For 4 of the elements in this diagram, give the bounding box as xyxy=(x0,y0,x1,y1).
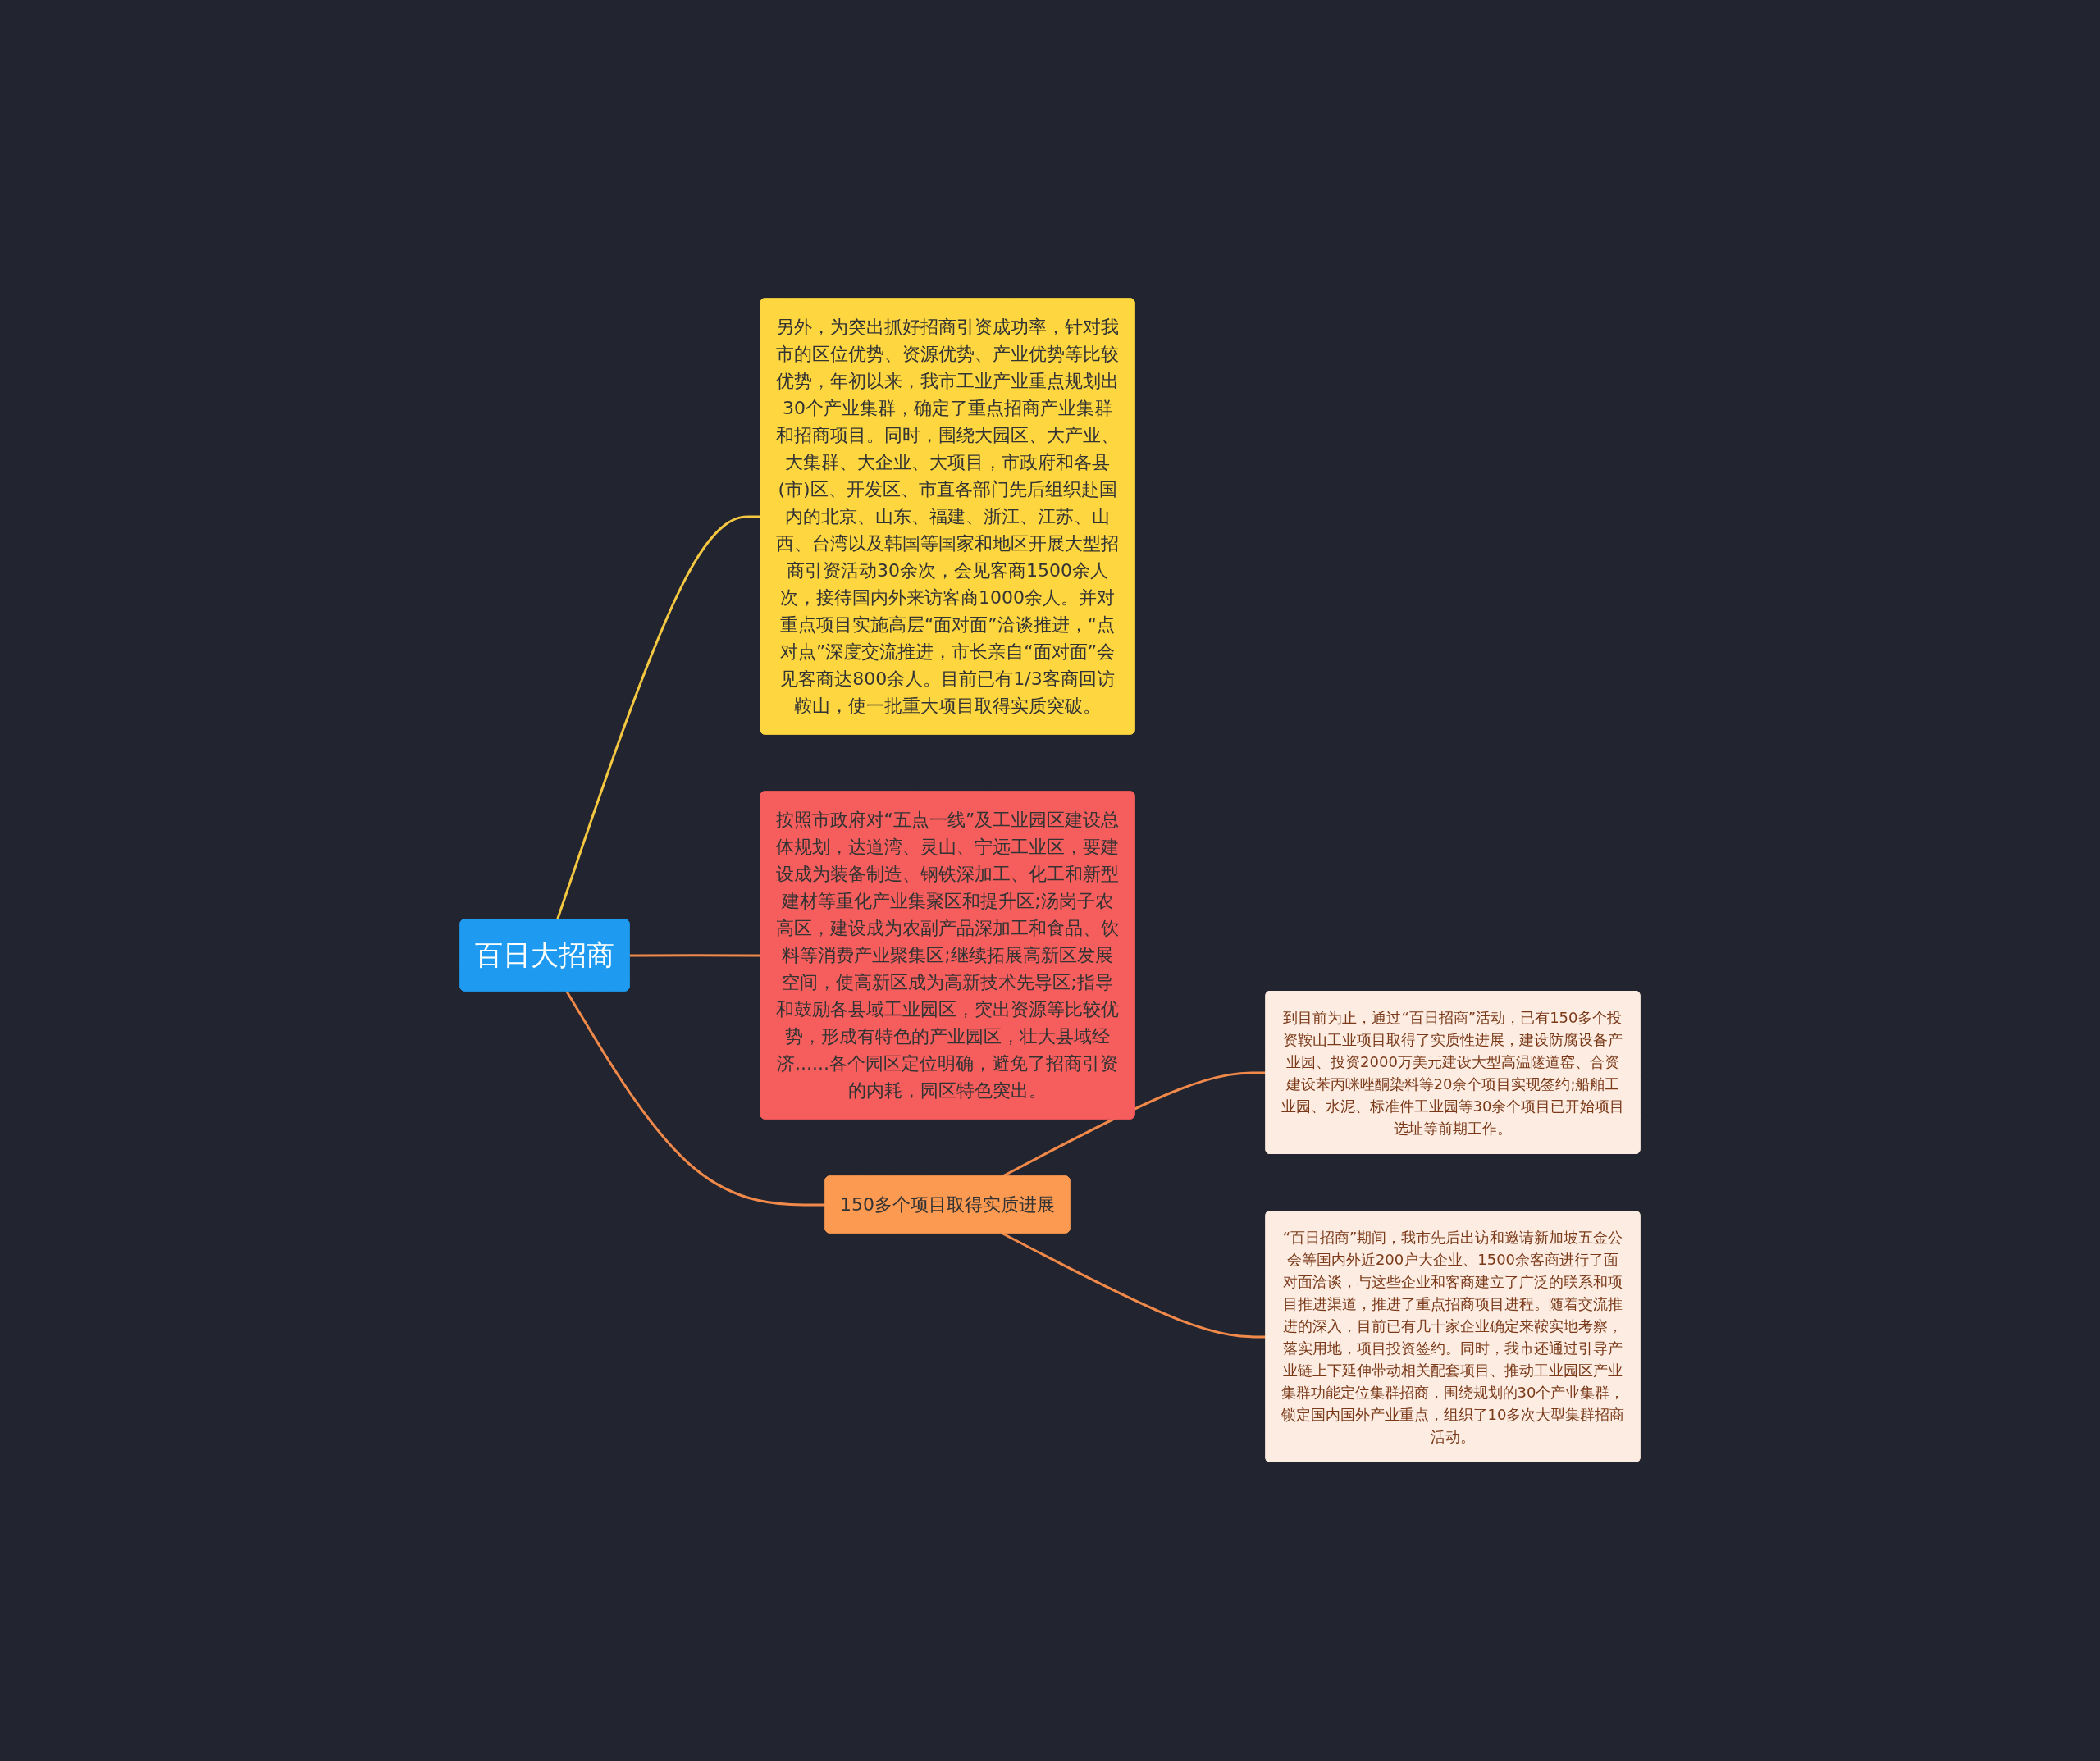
connector xyxy=(565,990,826,1207)
connector xyxy=(629,954,761,957)
connector xyxy=(555,515,761,921)
connector xyxy=(1001,1232,1267,1339)
